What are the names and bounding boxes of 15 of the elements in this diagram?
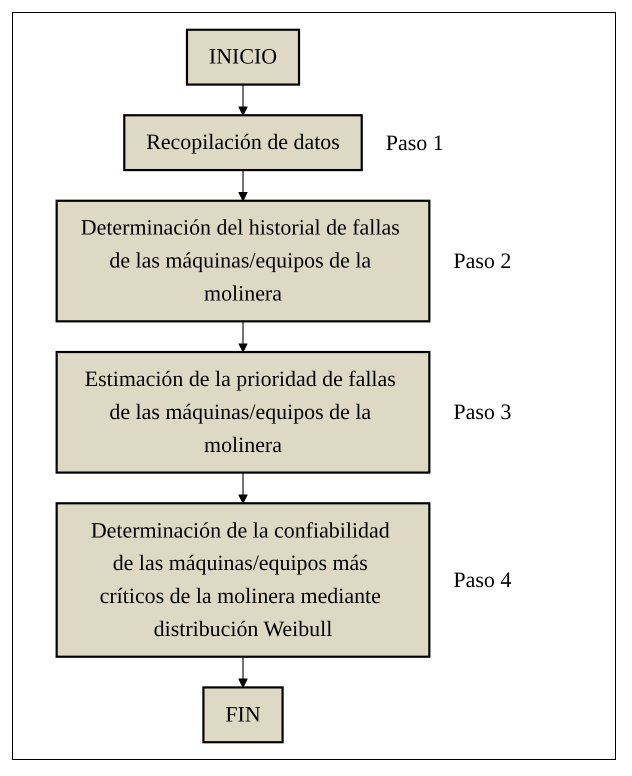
arrow [238, 472, 248, 504]
arrow [238, 656, 248, 688]
node-box [202, 686, 284, 744]
node-box [56, 200, 430, 322]
step-label: Paso 2 [453, 248, 512, 274]
arrow [238, 84, 248, 116]
node-box [56, 502, 430, 658]
step-label: Paso 4 [453, 567, 512, 593]
node-box [56, 350, 430, 474]
node-box [186, 28, 300, 86]
arrow [238, 321, 248, 352]
arrow [238, 170, 248, 202]
step-label: Paso 1 [386, 130, 444, 156]
step-label: Paso 3 [453, 399, 512, 426]
node-box [123, 114, 363, 172]
